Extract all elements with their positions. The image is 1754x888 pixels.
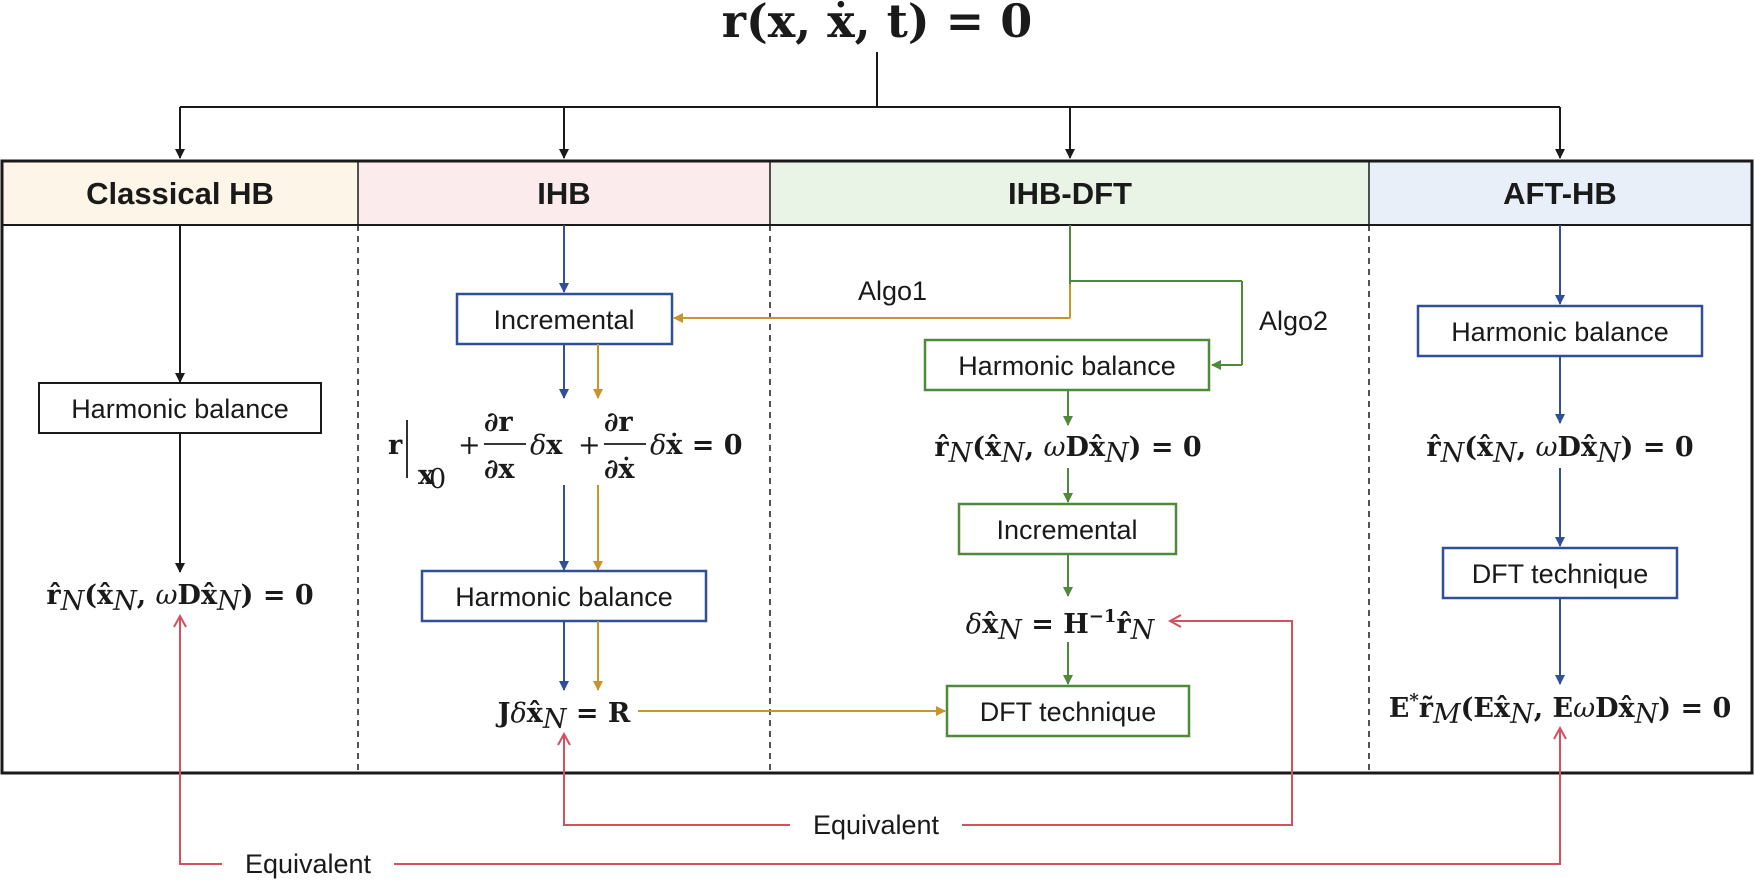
top-equation: r(x, ẋ, t) = 0 bbox=[722, 0, 1033, 48]
header-bg-ihbdft bbox=[770, 162, 1369, 225]
top-tree bbox=[175, 52, 1565, 159]
header-bg-ihb bbox=[358, 162, 770, 225]
ihbdft-dft-label: DFT technique bbox=[980, 697, 1157, 727]
header-bg-afthb bbox=[1369, 162, 1752, 225]
svg-text:∂r: ∂r bbox=[604, 407, 633, 438]
ihb-harmonic-balance-label: Harmonic balance bbox=[455, 582, 673, 612]
header-ihb-dft: IHB-DFT bbox=[1008, 176, 1132, 211]
svg-text:∂x: ∂x bbox=[484, 454, 515, 485]
ihbdft-incremental-box bbox=[957, 502, 1178, 556]
ihbdft-dft-box bbox=[945, 684, 1191, 738]
ihbdft-harmonic-balance-label: Harmonic balance bbox=[958, 351, 1176, 381]
header-aft-hb: AFT-HB bbox=[1503, 176, 1617, 211]
equivalence-connector-outer bbox=[180, 616, 1560, 865]
classical-harmonic-balance-box bbox=[38, 382, 322, 434]
afthb-column: Harmonic balance r̂N(x̂N, ωDx̂N) = 0 DFT… bbox=[1389, 225, 1732, 730]
afthb-aft-equation: E*r̃M(Ex̂N, EωDx̂N) = 0 bbox=[1389, 690, 1732, 730]
ihb-column: Incremental r x 0 + ∂r ∂x δx + ∂r ∂ẋ δẋ … bbox=[388, 225, 743, 735]
header-classical-hb: Classical HB bbox=[86, 176, 274, 211]
ihbdft-column: Algo1 Algo2 Harmonic balance r̂N(x̂N, ωD… bbox=[638, 225, 1328, 738]
header-ihb: IHB bbox=[537, 176, 590, 211]
ihb-linearized-equation: r x 0 + ∂r ∂x δx + ∂r ∂ẋ δẋ = 0 bbox=[388, 407, 743, 495]
classical-residual-equation: r̂N(x̂N, ωDx̂N) = 0 bbox=[46, 580, 313, 617]
svg-text:0: 0 bbox=[429, 464, 446, 495]
svg-text:δẋ = 0: δẋ = 0 bbox=[650, 430, 743, 461]
svg-text:δx: δx bbox=[530, 430, 563, 461]
svg-text:+: + bbox=[578, 430, 601, 461]
algo1-label: Algo1 bbox=[858, 276, 927, 306]
afthb-harmonic-balance-box bbox=[1416, 304, 1704, 358]
svg-text:∂ẋ: ∂ẋ bbox=[604, 454, 635, 485]
header-bg-classical bbox=[3, 162, 358, 225]
algo2-label: Algo2 bbox=[1259, 306, 1328, 336]
afthb-residual-equation: r̂N(x̂N, ωDx̂N) = 0 bbox=[1426, 432, 1693, 469]
ihb-jacobian-equation: Jδx̂N = R bbox=[496, 698, 631, 735]
classical-column: Harmonic balance r̂N(x̂N, ωDx̂N) = 0 bbox=[38, 225, 322, 617]
svg-text:r: r bbox=[388, 430, 403, 461]
equivalence-connector-inner bbox=[564, 621, 1293, 826]
afthb-harmonic-balance-label: Harmonic balance bbox=[1451, 317, 1669, 347]
equivalent-label-outer: Equivalent bbox=[245, 849, 372, 879]
svg-text:∂r: ∂r bbox=[484, 407, 513, 438]
svg-text:x: x bbox=[418, 460, 435, 491]
ihb-harmonic-balance-box bbox=[420, 569, 708, 623]
ihbdft-residual-equation: r̂N(x̂N, ωDx̂N) = 0 bbox=[934, 432, 1201, 469]
ihb-incremental-label: Incremental bbox=[493, 305, 634, 335]
ihbdft-incremental-label: Incremental bbox=[996, 515, 1137, 545]
afthb-dft-label: DFT technique bbox=[1472, 559, 1649, 589]
column-separators bbox=[357, 161, 1370, 773]
ihbdft-update-equation: δx̂N = H−1r̂N bbox=[966, 606, 1156, 646]
equivalent-label-inner: Equivalent bbox=[813, 810, 940, 840]
svg-text:+: + bbox=[458, 430, 481, 461]
ihb-incremental-box bbox=[455, 292, 674, 346]
ihbdft-harmonic-balance-box bbox=[923, 338, 1211, 392]
classical-harmonic-balance-label: Harmonic balance bbox=[71, 394, 289, 424]
main-frame bbox=[0, 159, 1754, 775]
afthb-dft-box bbox=[1441, 546, 1679, 600]
